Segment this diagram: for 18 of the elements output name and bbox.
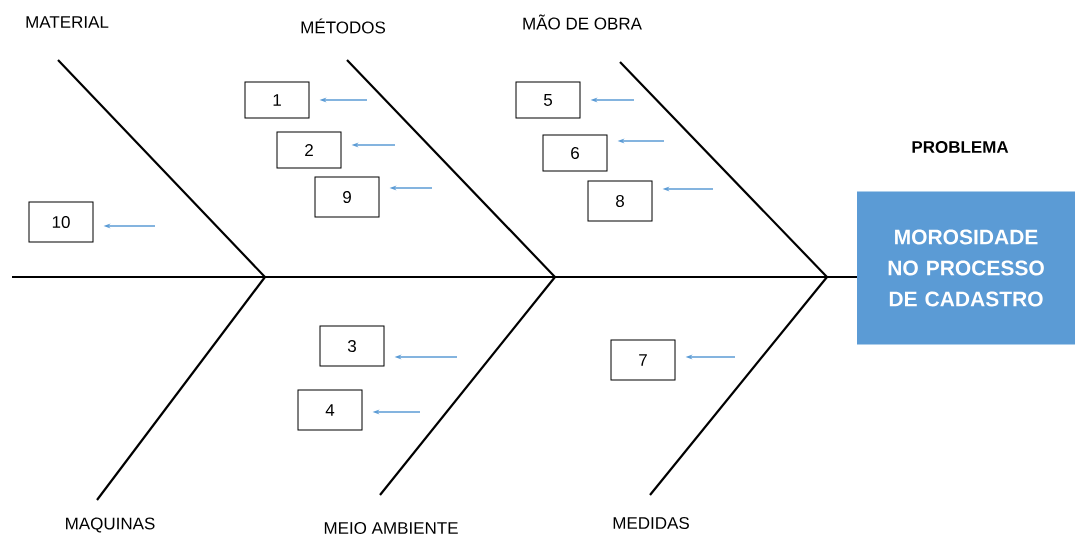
number-box: 7 (610, 339, 676, 381)
number-box: 8 (587, 180, 653, 222)
number-box: 3 (319, 325, 385, 367)
category-label: MÉTODOS (301, 18, 386, 34)
number-box: 9 (314, 176, 380, 218)
category-label: MEIO AMBIENTE (324, 522, 458, 535)
category-label: MAQUINAS (66, 517, 155, 533)
heading: PROBLEMA (912, 141, 1009, 154)
number-box: 10 (28, 201, 94, 243)
category-label: MEDIDAS (613, 517, 689, 530)
number-box: 4 (297, 389, 363, 431)
number-box: 1 (244, 81, 310, 119)
category-label: MATERIAL (26, 16, 109, 28)
category-label: MÃO DE OBRA (523, 14, 642, 30)
problem-box: MOROSIDADE NO PROCESSO DE CADASTRO (857, 191, 1075, 345)
number-box: 6 (542, 134, 608, 172)
number-box: 2 (276, 131, 342, 169)
number-box: 5 (515, 81, 581, 119)
